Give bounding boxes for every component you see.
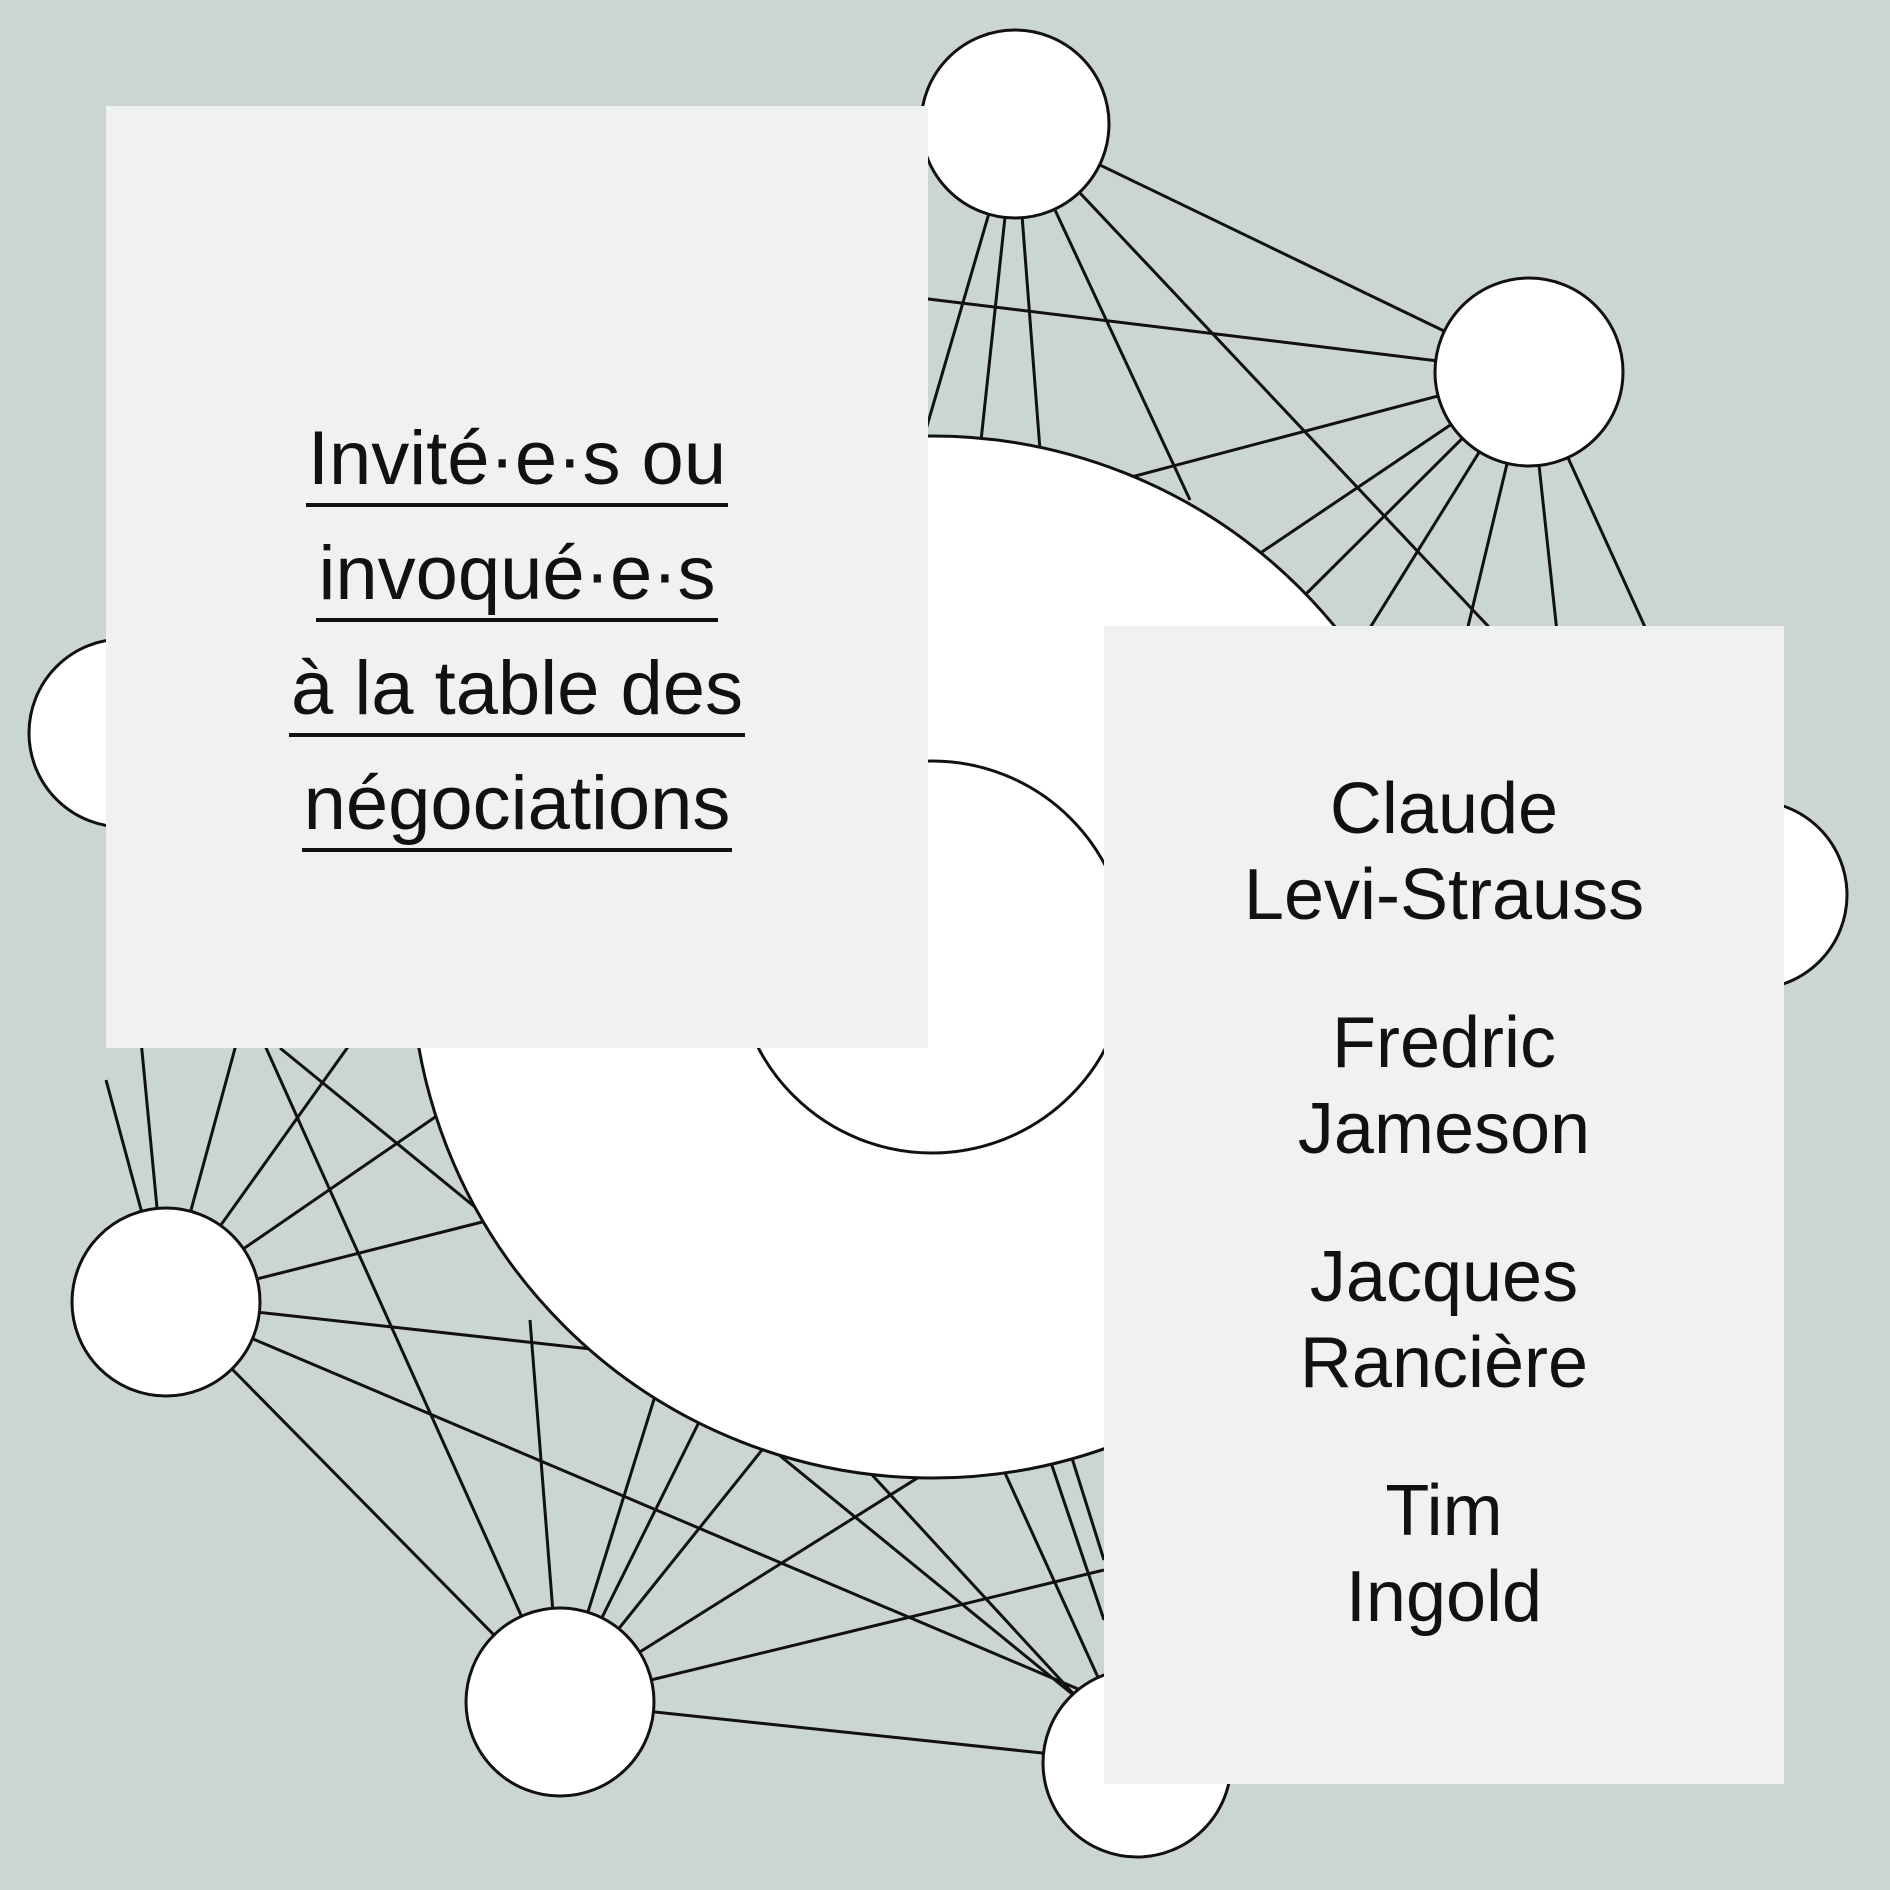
title-line: Invité·e·s ou <box>305 415 729 507</box>
title-line: à la table des <box>288 645 746 737</box>
person-entry: Tim Ingold <box>1104 1468 1784 1640</box>
node-bottom <box>464 1606 656 1798</box>
person-entry: Jacques Rancière <box>1104 1234 1784 1406</box>
title-panel: Invité·e·s ou invoqué·e·s à la table des… <box>106 106 928 1048</box>
person-last-name: Rancière <box>1299 1323 1589 1403</box>
person-entry: Claude Levi-Strauss <box>1104 766 1784 938</box>
title-line: négociations <box>301 760 733 852</box>
title-line: invoqué·e·s <box>316 530 718 622</box>
names-panel: Claude Levi-Strauss Fredric Jameson Jacq… <box>1104 626 1784 1784</box>
person-first-name: Claude <box>1329 769 1559 849</box>
person-first-name: Jacques <box>1309 1237 1579 1317</box>
people-list: Claude Levi-Strauss Fredric Jameson Jacq… <box>1104 766 1784 1702</box>
node-top <box>919 28 1111 220</box>
person-entry: Fredric Jameson <box>1104 1000 1784 1172</box>
page-title: Invité·e·s ou invoqué·e·s à la table des… <box>106 406 928 866</box>
person-last-name: Jameson <box>1297 1089 1591 1169</box>
person-first-name: Fredric <box>1331 1003 1556 1083</box>
person-last-name: Levi-Strauss <box>1243 855 1645 935</box>
person-last-name: Ingold <box>1345 1557 1543 1637</box>
person-first-name: Tim <box>1385 1471 1503 1551</box>
node-left <box>70 1206 262 1398</box>
node-top-right <box>1433 276 1625 468</box>
